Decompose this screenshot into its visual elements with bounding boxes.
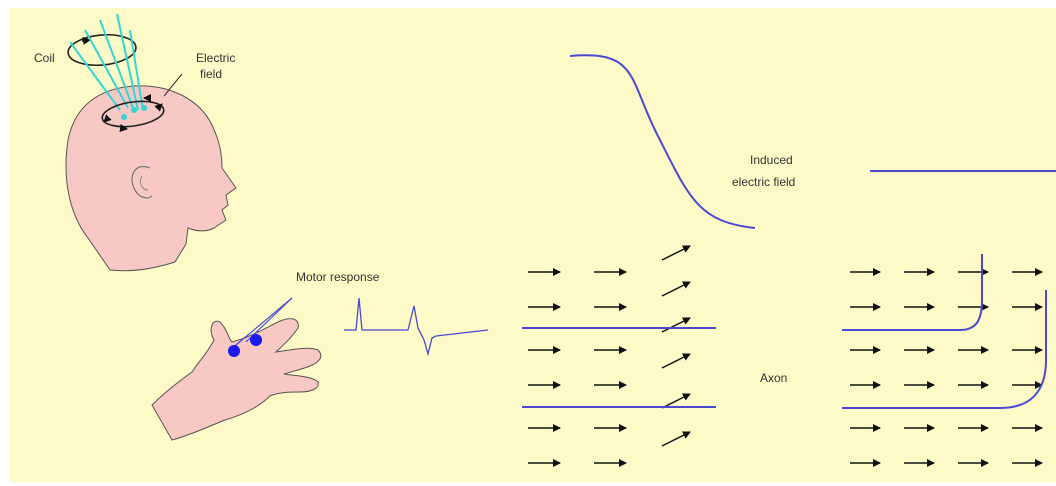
- motor-response-label: Motor response: [296, 270, 380, 284]
- right-arrow-field: [850, 268, 1043, 467]
- electric-field-pointer: [163, 73, 183, 97]
- tilted-field-arrow: [661, 431, 691, 447]
- electric-field-loop: [101, 94, 165, 132]
- axon-label: Axon: [760, 371, 787, 385]
- tilted-field-arrow: [661, 393, 691, 409]
- induced-label-2: electric field: [732, 175, 795, 189]
- induced-label-1: Induced: [750, 153, 793, 167]
- tilted-field-arrow: [661, 353, 691, 369]
- bent-axon-inner: [842, 254, 983, 331]
- motor-response-trace: [344, 297, 489, 357]
- magnetic-field-lines: [69, 13, 144, 111]
- tilted-field-arrow: [661, 281, 691, 297]
- electric-field-label-1: Electric: [196, 51, 235, 65]
- bent-axon-outer: [842, 290, 1047, 409]
- electrode-1: [228, 345, 240, 357]
- induced-field-curve: [569, 54, 756, 229]
- tilted-field-arrow: [661, 245, 691, 261]
- electric-field-label-2: field: [200, 67, 222, 81]
- electrode-2: [250, 334, 262, 346]
- head-illustration: [65, 85, 237, 272]
- left-arrow-field: [528, 245, 691, 467]
- hand-illustration: [151, 297, 322, 441]
- tilted-field-arrow: [661, 317, 691, 333]
- ear: [131, 166, 153, 199]
- coil-label: Coil: [34, 51, 55, 65]
